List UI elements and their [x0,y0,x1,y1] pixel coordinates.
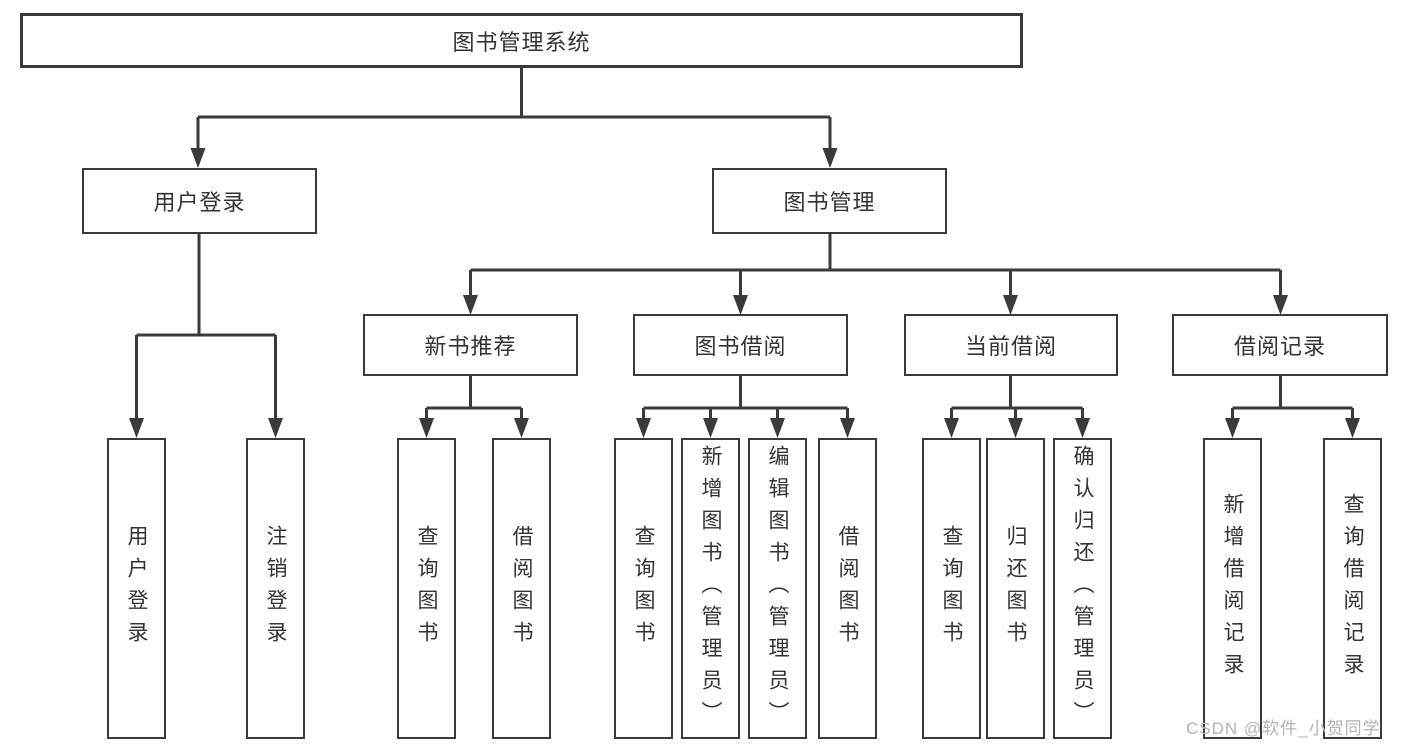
leaf-borrow-books-label: 借阅图书 [836,524,859,653]
node-current-borrowing: 当前借阅 [904,314,1118,376]
leaf-add-books-admin: 新增图书（管理员） [681,438,740,739]
leaf-query-books-recommend-label: 查询图书 [415,524,438,653]
node-book-borrowing: 图书借阅 [633,314,848,376]
node-root-library-management-system: 图书管理系统 [20,13,1023,68]
leaf-logout-label: 注销登录 [264,524,287,653]
leaf-edit-books-admin: 编辑图书（管理员） [748,438,807,739]
node-borrowing-records: 借阅记录 [1172,314,1388,376]
leaf-user-login: 用户登录 [107,438,166,739]
leaf-confirm-return-admin: 确认归还（管理员） [1053,438,1112,739]
leaf-return-books-label: 归还图书 [1004,524,1027,653]
node-book-management: 图书管理 [712,168,947,234]
leaf-user-login-label: 用户登录 [125,524,148,653]
leaf-edit-books-admin-label: 编辑图书（管理员） [766,444,789,733]
node-new-book-recommendation: 新书推荐 [363,314,578,376]
leaf-query-books-borrow-label: 查询图书 [632,524,655,653]
node-user-login: 用户登录 [82,168,317,234]
leaf-add-borrow-record: 新增借阅记录 [1203,438,1262,739]
leaf-add-borrow-record-label: 新增借阅记录 [1221,492,1244,685]
leaf-query-books-current: 查询图书 [922,438,981,739]
leaf-query-books-borrow: 查询图书 [614,438,673,739]
leaf-return-books: 归还图书 [986,438,1045,739]
leaf-logout: 注销登录 [246,438,305,739]
leaf-query-borrow-record: 查询借阅记录 [1323,438,1382,739]
arrowheads [129,148,1360,438]
leaf-borrow-books-recommend: 借阅图书 [492,438,551,739]
leaf-borrow-books: 借阅图书 [818,438,877,739]
watermark: CSDN @软件_小贺同学 [1186,719,1381,738]
leaf-add-books-admin-label: 新增图书（管理员） [699,444,722,733]
leaf-query-borrow-record-label: 查询借阅记录 [1341,492,1364,685]
leaf-borrow-books-recommend-label: 借阅图书 [510,524,533,653]
leaf-query-books-recommend: 查询图书 [397,438,456,739]
leaf-query-books-current-label: 查询图书 [940,524,963,653]
leaf-confirm-return-admin-label: 确认归还（管理员） [1071,444,1094,733]
